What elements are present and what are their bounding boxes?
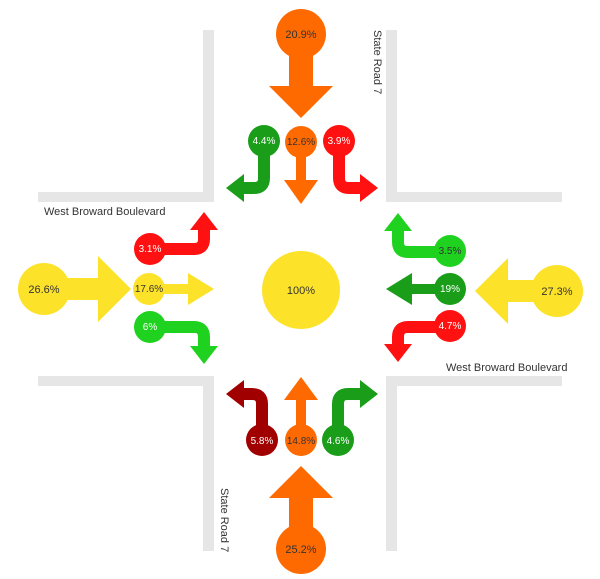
- road-label-north: State Road 7: [371, 30, 383, 94]
- east-left-arrow: [392, 230, 450, 258]
- road-label-east: West Broward Boulevard: [446, 362, 567, 374]
- road-edges: [38, 30, 562, 551]
- east-total-label: 27.3%: [541, 286, 572, 298]
- south-left-arrowhead: [226, 380, 244, 408]
- west-right-arrowhead: [190, 346, 218, 364]
- road-edge-ne-vertical: [386, 30, 397, 200]
- south-right-arrow: [332, 388, 364, 440]
- south-total-circle: [276, 524, 326, 574]
- west-total-label: 26.6%: [28, 284, 59, 296]
- road-edge-nw-horizontal: [38, 192, 214, 202]
- north-right-label: 3.9%: [328, 136, 351, 147]
- south-total-label: 25.2%: [285, 544, 316, 556]
- road-edge-sw-horizontal: [38, 376, 214, 386]
- west-right-circle: [134, 311, 166, 343]
- east-left-label: 3.5%: [439, 246, 462, 257]
- north-right-arrowhead: [360, 174, 378, 202]
- east-right-arrow: [392, 321, 450, 346]
- north-total-circle: [276, 9, 326, 59]
- north-total-label: 20.9%: [285, 29, 316, 41]
- south-left-arrow: [240, 388, 268, 440]
- south-right-label: 4.6%: [327, 436, 350, 447]
- east-through-label: 19%: [440, 284, 460, 295]
- south-approach: 25.2% 14.8% 5.8% 4.6%: [226, 377, 378, 574]
- east-through-circle: [434, 273, 466, 305]
- west-left-arrowhead: [190, 212, 218, 230]
- south-left-label: 5.8%: [251, 436, 274, 447]
- west-through-arrow: [150, 273, 214, 305]
- south-right-arrowhead: [360, 380, 378, 408]
- west-left-arrow: [150, 228, 210, 255]
- east-right-label: 4.7%: [439, 321, 462, 332]
- center-total-circle: [262, 251, 340, 329]
- west-through-circle: [133, 273, 165, 305]
- east-approach: 27.3% 19% 3.5% 4.7%: [384, 213, 583, 362]
- south-right-circle: [322, 424, 354, 456]
- road-edge-se-vertical: [386, 376, 397, 551]
- north-through-arrow: [284, 150, 318, 204]
- center-total-label: 100%: [287, 285, 315, 297]
- east-left-circle: [434, 235, 466, 267]
- north-left-circle: [248, 125, 280, 157]
- west-through-label: 17.6%: [135, 284, 163, 295]
- road-edge-sw-vertical: [203, 376, 214, 551]
- west-total-arrow: [50, 256, 131, 322]
- east-through-arrow: [386, 273, 450, 305]
- east-right-circle: [434, 310, 466, 342]
- west-right-arrow: [150, 321, 210, 348]
- north-left-arrow: [240, 142, 270, 194]
- west-left-circle: [134, 233, 166, 265]
- road-edge-ne-horizontal: [386, 192, 562, 202]
- north-total-arrow: [269, 40, 333, 118]
- south-total-arrow: [269, 466, 333, 544]
- east-total-arrow: [475, 258, 552, 324]
- south-through-label: 14.8%: [287, 436, 315, 447]
- road-label-west: West Broward Boulevard: [44, 206, 165, 218]
- road-edge-se-horizontal: [386, 376, 562, 386]
- north-through-label: 12.6%: [287, 137, 315, 148]
- north-right-arrow: [333, 142, 364, 194]
- north-through-circle: [285, 126, 317, 158]
- east-total-circle: [531, 265, 583, 317]
- west-left-label: 3.1%: [139, 244, 162, 255]
- west-right-label: 6%: [143, 322, 158, 333]
- south-through-circle: [285, 424, 317, 456]
- west-approach: 26.6% 17.6% 3.1% 6%: [18, 212, 218, 364]
- north-approach: 20.9% 12.6% 4.4% 3.9%: [226, 9, 378, 204]
- east-right-arrowhead: [384, 344, 412, 362]
- south-through-arrow: [284, 377, 318, 432]
- south-left-circle: [246, 424, 278, 456]
- north-right-circle: [323, 125, 355, 157]
- road-edge-nw-vertical: [203, 30, 214, 200]
- north-left-arrowhead: [226, 174, 244, 202]
- east-left-arrowhead: [384, 213, 412, 231]
- north-left-label: 4.4%: [253, 136, 276, 147]
- west-total-circle: [18, 263, 70, 315]
- road-label-south: State Road 7: [218, 488, 230, 552]
